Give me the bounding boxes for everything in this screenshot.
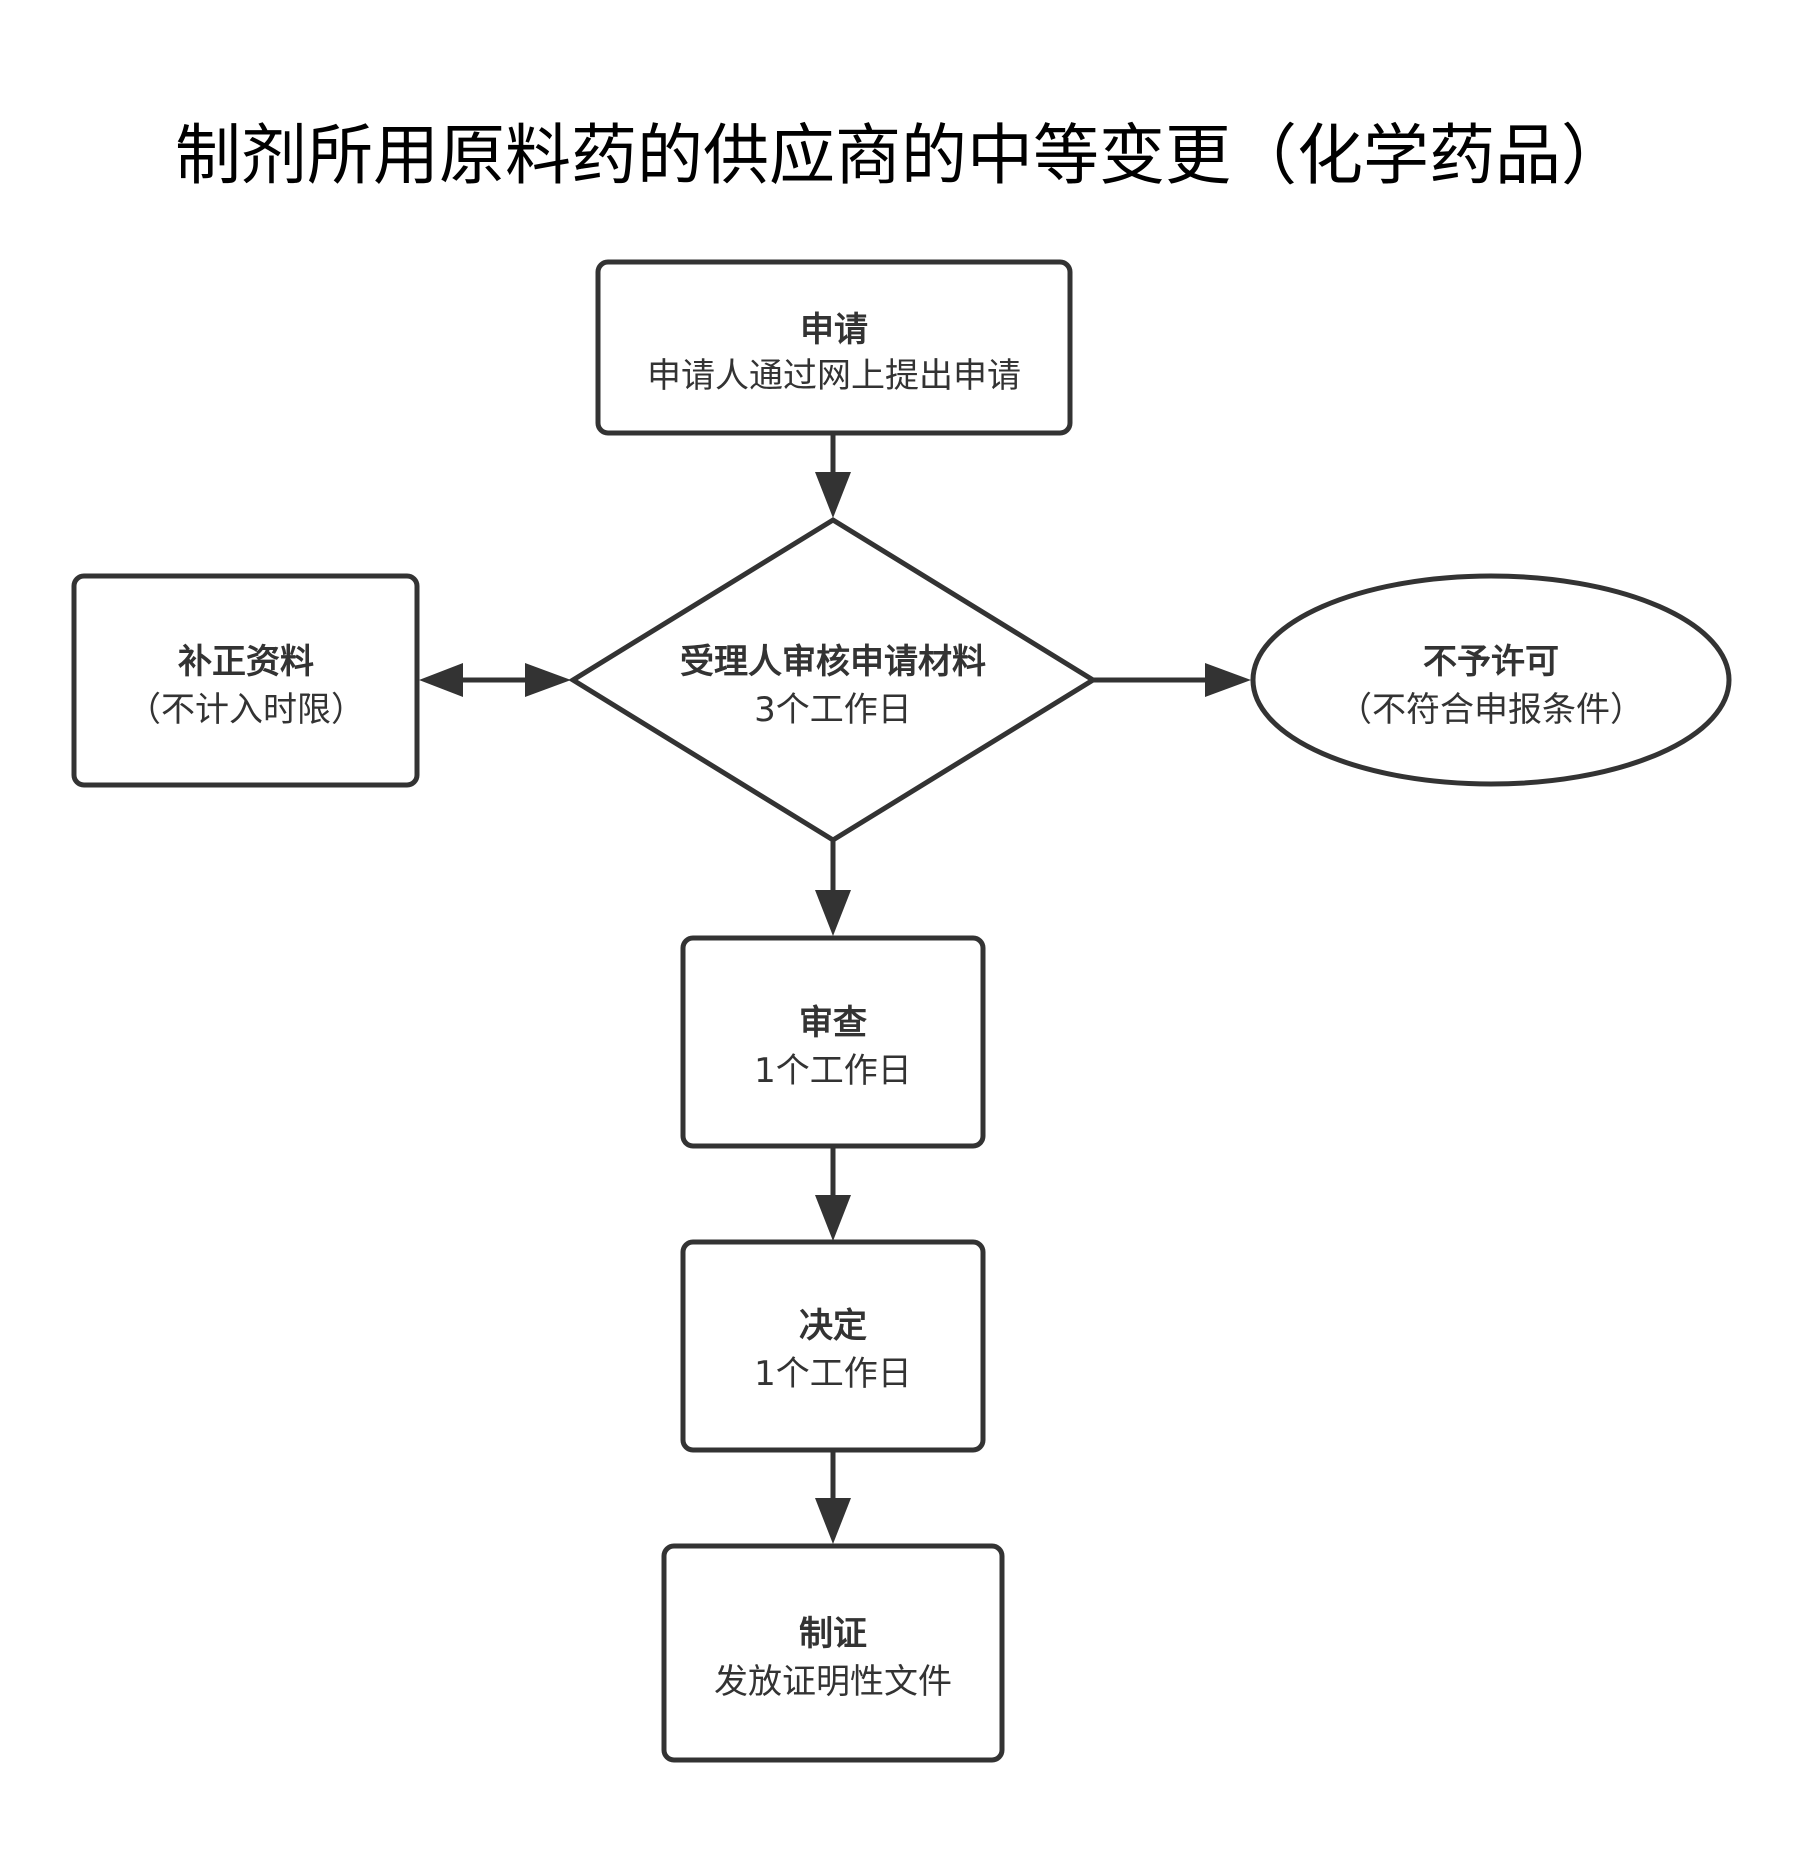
arrowhead-to-accept (525, 663, 571, 697)
node-accept-title: 受理人审核申请材料 (680, 642, 986, 682)
node-supplement-title: 补正资料 (178, 642, 314, 682)
edge-accept-to-review (815, 840, 851, 936)
node-review-sub: 1个工作日 (754, 1051, 912, 1091)
node-reject-sub: （不符合申报条件） (1338, 690, 1644, 730)
node-certify: 制证 发放证明性文件 (661, 1543, 1005, 1763)
node-review-title: 审查 (799, 1003, 867, 1043)
node-supplement: 补正资料 （不计入时限） (71, 573, 420, 788)
node-decide: 决定 1个工作日 (680, 1239, 986, 1453)
edge-accept-supplement (419, 663, 571, 697)
diagram-title: 制剂所用原料药的供应商的中等变更（化学药品） (175, 117, 1627, 194)
node-reject: 不予许可 （不符合申报条件） (1250, 573, 1732, 787)
node-apply-title: 申请 (800, 310, 868, 350)
node-apply-sub: 申请人通过网上提出申请 (647, 356, 1021, 396)
node-accept-decision: 受理人审核申请材料 3个工作日 (568, 517, 1098, 843)
arrowhead-to-supplement (419, 663, 463, 697)
edge-decide-to-certify (815, 1452, 851, 1544)
node-apply: 申请 申请人通过网上提出申请 (595, 259, 1073, 436)
node-certify-sub: 发放证明性文件 (714, 1662, 952, 1702)
node-decide-sub: 1个工作日 (754, 1354, 912, 1394)
node-supplement-sub: （不计入时限） (127, 690, 365, 730)
node-accept-sub: 3个工作日 (754, 690, 912, 730)
edge-accept-to-reject (1093, 663, 1251, 697)
node-reject-title: 不予许可 (1423, 642, 1559, 682)
node-review: 审查 1个工作日 (680, 935, 986, 1149)
node-certify-title: 制证 (799, 1614, 867, 1654)
edge-apply-to-accept (815, 435, 851, 518)
node-decide-title: 决定 (799, 1306, 867, 1346)
edge-review-to-decide (815, 1148, 851, 1241)
